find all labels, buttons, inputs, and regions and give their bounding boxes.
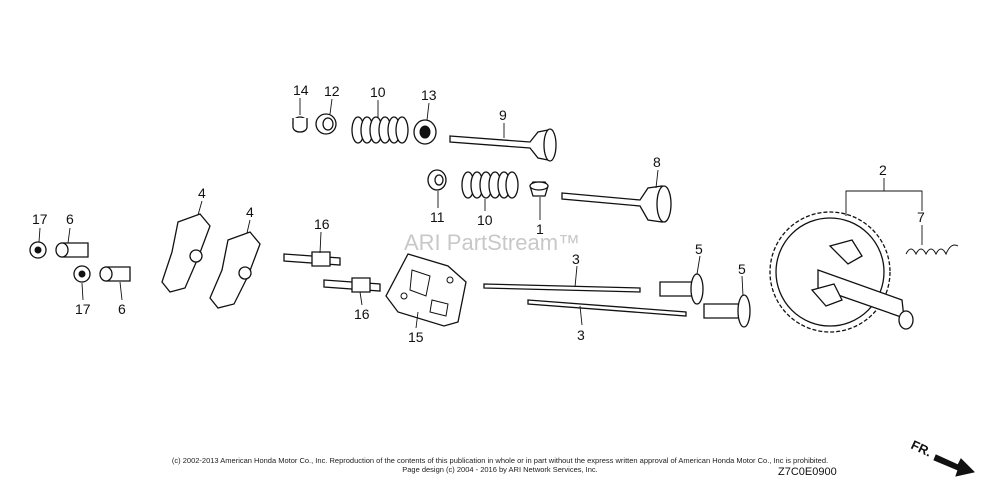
callout-14[interactable]: 14 bbox=[293, 82, 309, 98]
part-8-valve-lower[interactable] bbox=[561, 185, 672, 223]
callout-11[interactable]: 11 bbox=[430, 209, 445, 225]
part-10-valve-spring-lower[interactable] bbox=[461, 171, 519, 199]
part-10-valve-spring-upper[interactable] bbox=[351, 116, 409, 144]
callout-8[interactable]: 8 bbox=[653, 154, 661, 170]
part-3-push-rod-upper[interactable] bbox=[483, 283, 641, 293]
part-17-nut-upper[interactable] bbox=[29, 241, 47, 259]
callout-labels: 14 12 10 13 9 8 11 10 1 17 6 4 4 16 17 6… bbox=[32, 82, 925, 345]
part-13-valve-seal[interactable] bbox=[413, 119, 437, 145]
part-16-stud-upper[interactable] bbox=[283, 251, 341, 267]
callout-13[interactable]: 13 bbox=[421, 87, 437, 103]
callout-17-lower[interactable]: 17 bbox=[75, 301, 91, 317]
leader-lines bbox=[38, 98, 923, 329]
callout-3-lower[interactable]: 3 bbox=[577, 327, 585, 343]
callout-16-lower[interactable]: 16 bbox=[354, 306, 370, 322]
watermark-text: ARI PartStream™ bbox=[404, 230, 580, 255]
part-12-valve-retainer[interactable] bbox=[315, 113, 337, 135]
callout-16-upper[interactable]: 16 bbox=[314, 216, 330, 232]
part-1-valve-stem-seal[interactable] bbox=[529, 181, 549, 197]
callout-3-upper[interactable]: 3 bbox=[572, 251, 580, 267]
callout-5-upper[interactable]: 5 bbox=[695, 241, 703, 257]
part-7-decompressor-spring[interactable] bbox=[905, 244, 959, 256]
part-5-lifter-lower[interactable] bbox=[703, 294, 751, 328]
copyright-line-1: (c) 2002-2013 American Honda Motor Co., … bbox=[171, 456, 829, 465]
callout-12[interactable]: 12 bbox=[324, 83, 340, 99]
part-5-lifter-upper[interactable] bbox=[659, 273, 704, 305]
callout-17-upper[interactable]: 17 bbox=[32, 211, 48, 227]
part-2-camshaft-gear[interactable] bbox=[769, 211, 914, 333]
callout-2[interactable]: 2 bbox=[879, 162, 887, 178]
part-6-pivot-lower[interactable] bbox=[99, 266, 131, 282]
part-6-pivot-upper[interactable] bbox=[55, 242, 89, 258]
part-16-stud-lower[interactable] bbox=[323, 277, 381, 293]
callout-4-left[interactable]: 4 bbox=[198, 185, 206, 201]
copyright-line-2: Page design (c) 2004 - 2016 by ARI Netwo… bbox=[402, 465, 598, 474]
part-17-nut-lower[interactable] bbox=[73, 265, 91, 283]
callout-10-lower[interactable]: 10 bbox=[477, 212, 493, 228]
part-9-valve-upper[interactable] bbox=[449, 128, 557, 162]
callout-4-right[interactable]: 4 bbox=[246, 204, 254, 220]
callout-6-lower[interactable]: 6 bbox=[118, 301, 126, 317]
part-3-push-rod-lower[interactable] bbox=[527, 299, 687, 317]
part-15-push-rod-guide-plate[interactable] bbox=[385, 253, 467, 327]
copyright-notice: (c) 2002-2013 American Honda Motor Co., … bbox=[120, 456, 880, 474]
front-arrow-icon bbox=[933, 454, 975, 477]
callout-5-lower[interactable]: 5 bbox=[738, 261, 746, 277]
diagram-code: Z7C0E0900 bbox=[778, 466, 837, 478]
fr-label: FR. bbox=[909, 437, 934, 459]
part-11-valve-retainer-lower[interactable] bbox=[427, 169, 447, 191]
part-14-valve-cap[interactable] bbox=[292, 116, 308, 133]
callout-6-upper[interactable]: 6 bbox=[66, 211, 74, 227]
callout-7[interactable]: 7 bbox=[917, 209, 925, 225]
part-4-rocker-arm-left[interactable] bbox=[161, 213, 211, 293]
callout-15[interactable]: 15 bbox=[408, 329, 424, 345]
callout-10-upper[interactable]: 10 bbox=[370, 84, 386, 100]
callout-1[interactable]: 1 bbox=[536, 221, 544, 237]
part-4-rocker-arm-right[interactable] bbox=[209, 231, 261, 309]
callout-9[interactable]: 9 bbox=[499, 107, 507, 123]
front-direction-indicator: FR. bbox=[909, 437, 975, 477]
